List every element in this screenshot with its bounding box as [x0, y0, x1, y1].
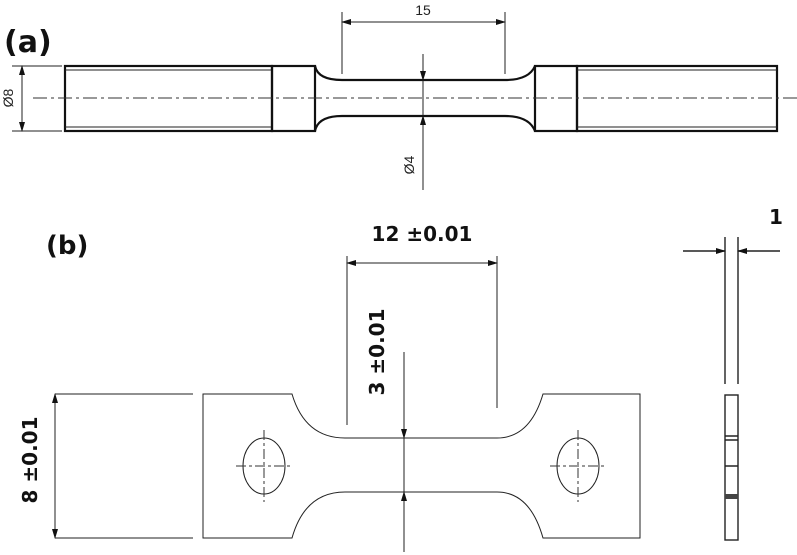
dim-thickness: 1	[769, 205, 783, 229]
dim-gauge-length-b: 12 ±0.01	[372, 222, 473, 246]
label-b: (b)	[46, 231, 88, 261]
dim-gauge-diameter: Ø4	[401, 155, 417, 174]
dimension-8: 8 ±0.01	[18, 393, 58, 539]
dim-grip-width: 8 ±0.01	[18, 417, 42, 504]
round-specimen	[33, 64, 797, 133]
dim-gauge-width: 3 ±0.01	[365, 309, 389, 396]
dimension-d8: Ø8	[0, 65, 62, 132]
dimension-12: 12 ±0.01	[346, 222, 498, 425]
dimension-3: 3 ±0.01	[365, 309, 407, 552]
dim-outer-diameter: Ø8	[0, 88, 16, 107]
dimension-d4: Ø4	[401, 54, 426, 190]
dim-gauge-length-a: 15	[415, 2, 431, 18]
flat-specimen	[55, 393, 641, 539]
dimension-15: 15	[341, 2, 506, 74]
label-a: (a)	[4, 25, 52, 60]
side-view: 1	[683, 205, 783, 541]
